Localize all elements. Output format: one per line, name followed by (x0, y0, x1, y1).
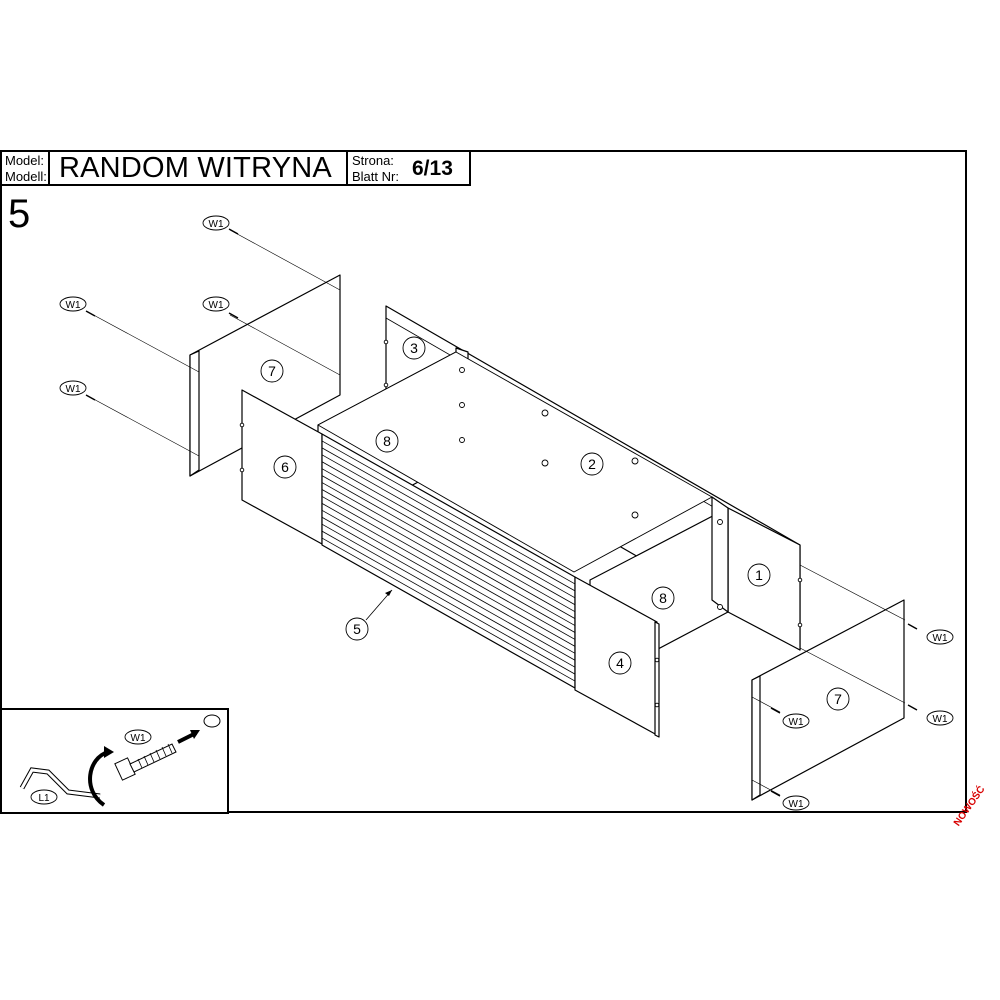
part-1-balloon (747, 563, 771, 587)
louver-slat (321, 530, 576, 675)
louver-slat (321, 461, 576, 606)
louver-slat (321, 509, 576, 654)
w1-label-5: W1 (933, 633, 948, 644)
page-cell: Strona: Blatt Nr: 6/13 (346, 150, 471, 186)
louver-slat (321, 503, 576, 647)
w1-labels (59, 215, 954, 811)
louver-slat (321, 475, 576, 619)
part-2-label: 2 (588, 456, 596, 472)
model-label-cell: Model: Modell: (0, 150, 50, 186)
w1-label-4: W1 (66, 384, 81, 395)
dowel-holes (239, 339, 803, 708)
part-4-balloon (608, 651, 632, 675)
louver-slat (321, 468, 576, 613)
part-7-right-label: 7 (834, 691, 842, 707)
part-7-balloon (260, 359, 284, 383)
louver-slat (321, 454, 576, 599)
part-8-balloon (375, 429, 399, 453)
part-5-balloon (345, 617, 369, 641)
part-6-label: 6 (281, 459, 289, 475)
w1-screw-detail (114, 743, 177, 781)
l1-label: L1 (38, 793, 50, 804)
louver-slat (321, 523, 576, 668)
part-5-label: 5 (353, 621, 361, 637)
w1-label-3: W1 (66, 300, 81, 311)
w1-label-7: W1 (789, 717, 804, 728)
louver-slat (321, 496, 576, 640)
w1-label-8: W1 (789, 799, 804, 810)
louver-slat (321, 447, 576, 592)
model-label-pl: Model: (5, 153, 45, 168)
part-6-balloon (273, 455, 297, 479)
w1-screws (85, 228, 918, 797)
part-8-label: 8 (383, 433, 391, 449)
step-number: 5 (8, 192, 31, 236)
louver-slat (321, 440, 576, 585)
w1-label-6: W1 (933, 714, 948, 725)
part-3-balloon (402, 336, 426, 360)
drawing-frame (0, 150, 967, 813)
page-label-pl: Strona: (352, 153, 394, 168)
model-name: RANDOM WITRYNA (59, 152, 332, 184)
w1-label-2: W1 (209, 300, 224, 311)
page-number: 6/13 (412, 157, 453, 180)
cover-cap-icon (203, 714, 221, 728)
w1-label-1: W1 (209, 219, 224, 230)
part-4-label: 4 (616, 655, 624, 671)
rotate-arrow-icon (88, 750, 109, 807)
w1-inset-label: W1 (131, 733, 146, 744)
part-7-right-balloon (826, 687, 850, 711)
part-8-right-label: 8 (659, 590, 667, 606)
model-label-de: Modell: (5, 169, 47, 184)
louver-slat (321, 482, 576, 626)
louver-slat (321, 537, 576, 682)
louver-slat (321, 489, 576, 633)
page-label-de: Blatt Nr: (352, 169, 399, 184)
part-3-label: 3 (410, 340, 418, 356)
louver-slats (321, 440, 576, 682)
part-1-label: 1 (755, 567, 763, 583)
louver-slat (321, 516, 576, 661)
part-2-balloon (580, 452, 604, 476)
part-8-right-balloon (651, 586, 675, 610)
screw-guide-lines (87, 229, 906, 796)
part-7-label: 7 (268, 363, 276, 379)
